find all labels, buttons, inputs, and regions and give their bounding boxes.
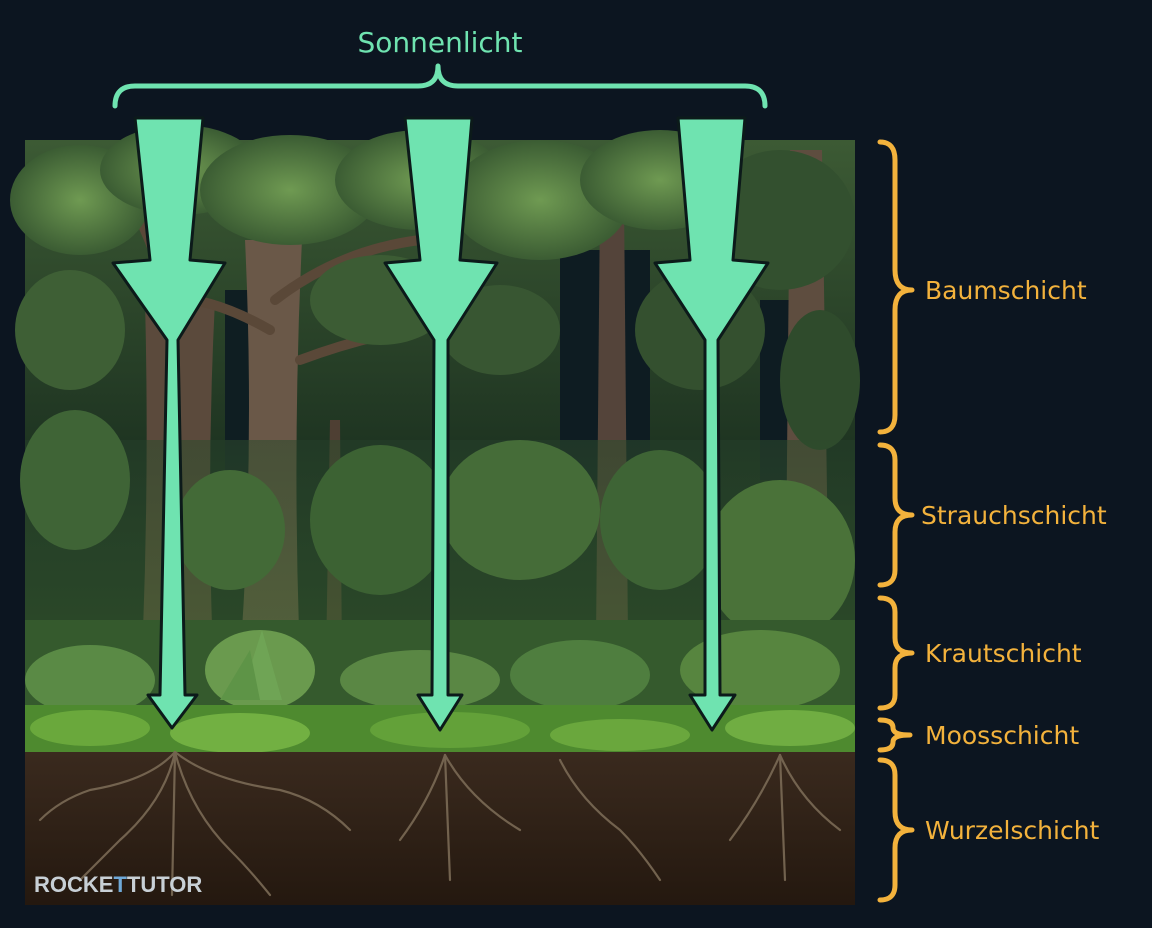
- rocketutor-logo: ROCKETTUTOR: [34, 872, 202, 897]
- bracket-krautschicht: [877, 595, 915, 711]
- svg-text:ROCKETTUTOR: ROCKETTUTOR: [34, 872, 202, 897]
- label-moosschicht: Moosschicht: [925, 721, 1079, 750]
- bracket-moosschicht: [877, 717, 913, 753]
- label-krautschicht: Krautschicht: [925, 639, 1082, 668]
- sunlight-arrow-1: [111, 116, 227, 730]
- sunlight-group: Sonnenlicht: [111, 26, 770, 732]
- bracket-baumschicht: [877, 139, 915, 435]
- label-baumschicht: Baumschicht: [925, 276, 1087, 305]
- sunlight-arrow-2: [383, 116, 499, 732]
- sunlight-arrow-3: [653, 116, 770, 732]
- bracket-wurzelschicht: [877, 757, 915, 903]
- bracket-strauchschicht: [877, 442, 915, 588]
- sunlight-brace: [112, 63, 768, 109]
- label-wurzelschicht: Wurzelschicht: [925, 816, 1100, 845]
- soil-root-band: [25, 750, 855, 905]
- layer-brackets: [877, 139, 915, 903]
- layer-labels: Baumschicht Strauchschicht Krautschicht …: [921, 276, 1107, 845]
- label-strauchschicht: Strauchschicht: [921, 501, 1107, 530]
- sunlight-label: Sonnenlicht: [357, 26, 522, 59]
